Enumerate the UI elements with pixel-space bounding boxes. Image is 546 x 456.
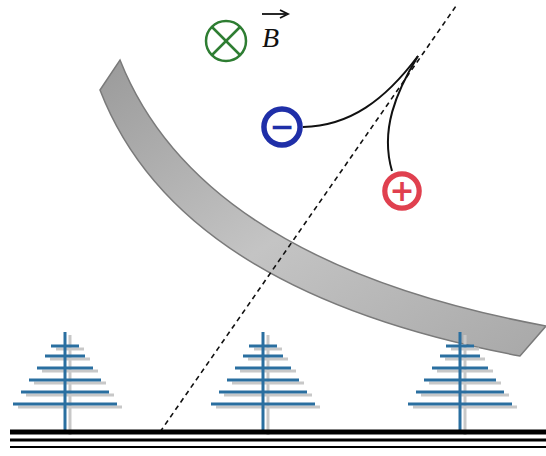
field-label: B (262, 22, 279, 54)
charge-sign: − (269, 112, 294, 142)
charge-circle: − (261, 106, 303, 148)
charge-sign: + (389, 176, 414, 206)
charge-circle: + (382, 171, 422, 211)
